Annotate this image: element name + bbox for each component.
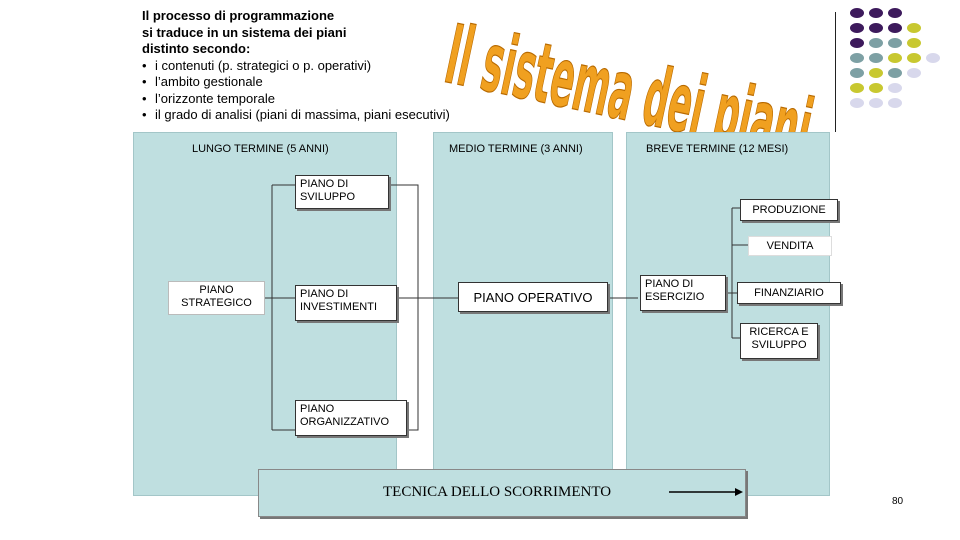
intro-bullet: il grado di analisi (piani di massima, p… bbox=[142, 107, 502, 124]
decorative-dot bbox=[888, 38, 902, 48]
decorative-dot bbox=[850, 8, 864, 18]
box-ricerca-sviluppo: RICERCA E SVILUPPO bbox=[740, 323, 818, 359]
decorative-dot bbox=[869, 23, 883, 33]
box-piano-strategico: PIANO STRATEGICO bbox=[168, 281, 265, 315]
panel-medium-term bbox=[433, 132, 613, 496]
box-piano-sviluppo: PIANO DI SVILUPPO bbox=[295, 175, 389, 209]
arrow-right-icon bbox=[669, 488, 743, 496]
decorative-dot bbox=[907, 53, 921, 63]
column-label-medium: MEDIO TERMINE (3 ANNI) bbox=[449, 143, 583, 155]
page-number: 80 bbox=[892, 496, 904, 507]
decorative-dot bbox=[888, 98, 902, 108]
intro-heading-1: Il processo di programmazione bbox=[142, 8, 335, 23]
title-wordart: Il sistema dei piani bbox=[440, 10, 840, 140]
decorative-dot bbox=[888, 23, 902, 33]
divider-line bbox=[835, 12, 836, 132]
panel-short-term bbox=[626, 132, 830, 496]
intro-text: Il processo di programmazione si traduce… bbox=[142, 8, 502, 124]
decorative-dot bbox=[869, 83, 883, 93]
box-piano-esercizio: PIANO DI ESERCIZIO bbox=[640, 275, 726, 311]
decorative-dot bbox=[907, 23, 921, 33]
decorative-dot bbox=[850, 38, 864, 48]
decorative-dot bbox=[888, 53, 902, 63]
box-piano-organizzativo: PIANO ORGANIZZATIVO bbox=[295, 400, 407, 436]
decorative-dot bbox=[888, 68, 902, 78]
decorative-dot bbox=[888, 83, 902, 93]
footer-bar: TECNICA DELLO SCORRIMENTO bbox=[258, 469, 746, 517]
decorative-dot bbox=[888, 8, 902, 18]
intro-bullet: i contenuti (p. strategici o p. operativ… bbox=[142, 58, 502, 75]
decorative-dot bbox=[869, 53, 883, 63]
column-label-short: BREVE TERMINE (12 MESI) bbox=[646, 143, 789, 155]
intro-heading-3: distinto secondo: bbox=[142, 41, 251, 56]
intro-bullet: l’orizzonte temporale bbox=[142, 91, 502, 108]
box-vendita: VENDITA bbox=[748, 236, 832, 256]
decorative-dot bbox=[869, 8, 883, 18]
decorative-dot bbox=[850, 68, 864, 78]
intro-bullet: l’ambito gestionale bbox=[142, 74, 502, 91]
decorative-dot bbox=[850, 23, 864, 33]
box-finanziario: FINANZIARIO bbox=[737, 282, 841, 304]
decorative-dot bbox=[869, 68, 883, 78]
decorative-dot bbox=[907, 38, 921, 48]
decorative-dot bbox=[869, 98, 883, 108]
box-produzione: PRODUZIONE bbox=[740, 199, 838, 221]
intro-heading-2: si traduce in un sistema dei piani bbox=[142, 24, 347, 40]
box-piano-investimenti: PIANO DI INVESTIMENTI bbox=[295, 285, 397, 321]
intro-bullet-list: i contenuti (p. strategici o p. operativ… bbox=[142, 58, 502, 124]
decorative-dot bbox=[869, 38, 883, 48]
decorative-dot bbox=[926, 53, 940, 63]
decorative-dot bbox=[850, 98, 864, 108]
footer-label: TECNICA DELLO SCORRIMENTO bbox=[383, 484, 612, 500]
box-piano-operativo: PIANO OPERATIVO bbox=[458, 282, 608, 312]
decorative-dot bbox=[850, 53, 864, 63]
column-label-long: LUNGO TERMINE (5 ANNI) bbox=[192, 143, 329, 155]
decorative-dot bbox=[850, 83, 864, 93]
decorative-dot bbox=[907, 68, 921, 78]
